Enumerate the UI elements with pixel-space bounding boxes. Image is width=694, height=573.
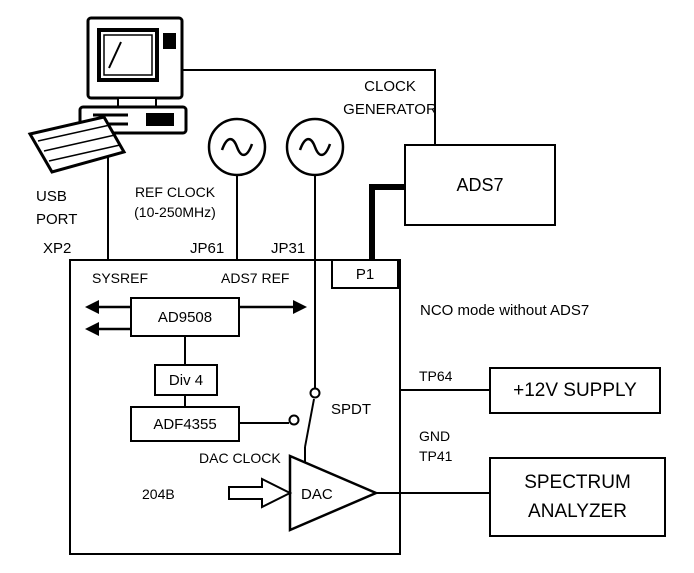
clock-generator-label: CLOCK GENERATOR bbox=[343, 78, 437, 118]
gnd-label: GND bbox=[419, 428, 451, 444]
ads7-cable-thick-line bbox=[369, 184, 405, 259]
supply-label: +12V SUPPLY bbox=[513, 379, 637, 401]
jp31-label: JP31 bbox=[271, 240, 306, 257]
spectrum-analyzer-box: SPECTRUM ANALYZER bbox=[489, 457, 666, 537]
jp61-label: JP61 bbox=[190, 240, 225, 257]
sysref-arrows bbox=[85, 300, 307, 336]
supply-box: +12V SUPPLY bbox=[489, 367, 661, 414]
adf4355-box: ADF4355 bbox=[130, 406, 240, 442]
ads7-box: ADS7 bbox=[404, 144, 556, 226]
div4-label: Div 4 bbox=[168, 371, 204, 389]
spdt-label: SPDT bbox=[331, 401, 372, 418]
eval-board-outline bbox=[69, 259, 401, 555]
internal-lines bbox=[184, 337, 315, 463]
ref-clock-source-icon bbox=[207, 117, 267, 177]
spdt-lever-line bbox=[304, 398, 315, 448]
computer-icon bbox=[27, 16, 188, 174]
div4-box: Div 4 bbox=[154, 364, 218, 396]
usb-port-label: USB PORT bbox=[36, 188, 78, 228]
tp64-label: TP64 bbox=[419, 368, 453, 384]
sysref-label: SYSREF bbox=[92, 270, 149, 286]
ad9508-box: AD9508 bbox=[130, 297, 240, 337]
p1-connector-box: P1 bbox=[331, 259, 399, 289]
xp2-label: XP2 bbox=[43, 240, 72, 257]
nco-mode-note: NCO mode without ADS7 bbox=[420, 302, 590, 319]
clock-generator-line bbox=[170, 69, 436, 145]
jp31-clock-source-icon bbox=[285, 117, 345, 177]
jesd204b-label: 204B bbox=[142, 486, 175, 502]
tp41-label: TP41 bbox=[419, 448, 453, 464]
p1-label: P1 bbox=[355, 265, 375, 283]
dac-clock-label: DAC CLOCK bbox=[199, 450, 281, 466]
spdt-contact-jp31 bbox=[309, 387, 321, 399]
ad9508-label: AD9508 bbox=[157, 308, 213, 326]
ref-clock-label: REF CLOCK (10-250MHz) bbox=[134, 184, 216, 221]
dac-label: DAC bbox=[301, 486, 333, 503]
spdt-contact-adf4355 bbox=[288, 414, 300, 426]
spectrum-analyzer-label: SPECTRUM ANALYZER bbox=[524, 471, 631, 522]
jesd-block-arrow-icon bbox=[228, 477, 293, 509]
ads7-ref-label: ADS7 REF bbox=[221, 270, 290, 286]
adf4355-label: ADF4355 bbox=[153, 415, 217, 433]
ads7-label: ADS7 bbox=[456, 174, 504, 195]
keyboard-shape bbox=[27, 115, 127, 174]
